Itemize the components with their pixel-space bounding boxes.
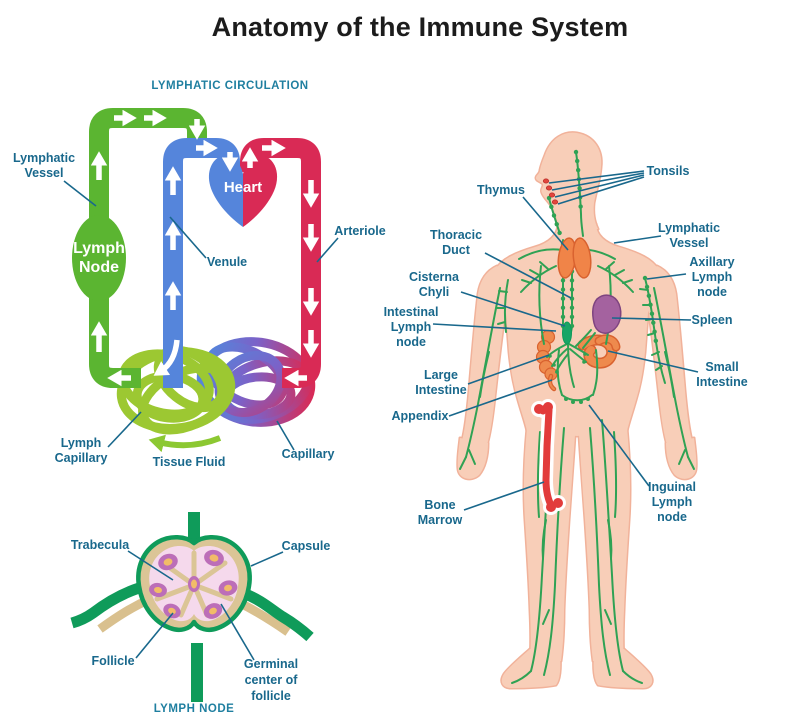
leader-tonsils — [548, 170, 645, 184]
label-inguinal-lymph-node-2: Lymph — [652, 495, 693, 509]
label-spleen: Spleen — [692, 313, 733, 327]
lymph-node-oval — [72, 215, 126, 301]
flow-arrows — [90, 109, 320, 387]
label-inguinal-lymph-node: Inguinal — [648, 480, 696, 494]
label-thoracic-duct: Thoracic — [430, 228, 482, 242]
node-follicles — [149, 549, 238, 619]
label-intestinal-lymph-node-2: Lymph — [391, 320, 432, 334]
tissue-fluid-arrow — [148, 434, 222, 453]
leader-bone-marrow — [463, 481, 545, 511]
body-leader-lines — [432, 170, 699, 511]
leader-lymphatic-vessel-right — [613, 235, 662, 244]
label-tonsils: Tonsils — [647, 164, 690, 178]
label-lymph-capillary-2: Capillary — [55, 451, 108, 465]
label-lymphatic-vessel-right-2: Vessel — [670, 236, 709, 250]
label-inguinal-lymph-node-3: node — [657, 510, 687, 524]
label-trabecula: Trabecula — [71, 538, 130, 552]
circulation-diagram: LYMPHATIC CIRCULATION — [13, 80, 386, 469]
leader-appendix — [448, 379, 553, 417]
label-follicle: Follicle — [91, 654, 134, 668]
label-large-intestine: Large — [424, 368, 458, 382]
label-lymphatic-vessel: Lymphatic — [13, 151, 75, 165]
label-bone-marrow: Bone — [424, 498, 455, 512]
label-lymph-node: Lymph — [73, 240, 125, 257]
heart-shape — [208, 155, 278, 227]
leader-inguinal-lymph-node — [588, 404, 650, 487]
label-heart: Heart — [224, 179, 262, 196]
label-cisterna-chyli-2: Chyli — [419, 285, 450, 299]
leader-tonsils-4 — [557, 176, 645, 205]
spleen-organ — [592, 294, 622, 334]
label-small-intestine-2: Intestine — [696, 375, 747, 389]
small-intestine-organ — [577, 334, 621, 369]
circulation-leader-lines — [63, 180, 339, 451]
leader-thymus — [522, 196, 569, 251]
label-bone-marrow-2: Marrow — [418, 513, 463, 527]
body-diagram: Thymus Tonsils Thoracic Duct Cisterna Ch… — [384, 131, 748, 690]
label-lymphatic-vessel-2: Vessel — [25, 166, 64, 180]
label-venule: Venule — [207, 255, 247, 269]
leader-capillary — [276, 420, 295, 451]
femur-bone — [531, 399, 566, 515]
leader-tonsils-3 — [554, 174, 645, 198]
page-title: Anatomy of the Immune System — [211, 12, 629, 42]
leader-follicle — [135, 612, 174, 659]
label-axillary-lymph-node: Axillary — [689, 255, 734, 269]
label-lymph-capillary: Lymph — [61, 436, 102, 450]
leader-arteriole — [316, 237, 339, 263]
leader-venule — [169, 216, 207, 259]
appendix-organ — [547, 373, 557, 392]
label-arteriole: Arteriole — [334, 224, 385, 238]
leader-spleen — [611, 317, 692, 321]
label-appendix: Appendix — [392, 409, 449, 423]
label-lymph-node-2: Node — [79, 259, 119, 276]
leader-thoracic-duct — [484, 252, 572, 299]
label-tissue-fluid: Tissue Fluid — [153, 455, 226, 469]
leader-axillary-lymph-node — [646, 273, 687, 280]
leader-lymphatic-vessel — [63, 180, 97, 207]
label-intestinal-lymph-node: Intestinal — [384, 305, 439, 319]
cisterna-chyli-organ — [562, 321, 572, 345]
lymph-node-diagram: Trabecula Capsule Follicle Germinal cent… — [70, 512, 331, 715]
label-thymus: Thymus — [477, 183, 525, 197]
label-axillary-lymph-node-3: node — [697, 285, 727, 299]
leader-trabecula — [127, 550, 174, 581]
leader-small-intestine — [607, 350, 699, 373]
thymus-organ — [557, 237, 592, 279]
body-figure — [456, 131, 698, 690]
leader-cisterna-chyli — [460, 291, 566, 327]
circulation-heading: LYMPHATIC CIRCULATION — [151, 80, 308, 92]
lymph-node-heading: LYMPH NODE — [154, 703, 235, 715]
label-capillary: Capillary — [282, 447, 335, 461]
label-germinal-center: Germinal — [244, 657, 298, 671]
label-germinal-center-2: center of — [245, 673, 299, 687]
label-thoracic-duct-2: Duct — [442, 243, 471, 257]
leader-lymph-capillary — [107, 411, 142, 448]
label-small-intestine: Small — [705, 360, 738, 374]
node-leader-lines — [127, 550, 284, 661]
leader-tonsils-2 — [551, 172, 645, 191]
leader-germinal-center — [220, 603, 255, 661]
label-cisterna-chyli: Cisterna — [409, 270, 460, 284]
tonsils-organ — [542, 178, 559, 205]
label-lymphatic-vessel-right: Lymphatic — [658, 221, 720, 235]
label-capsule: Capsule — [282, 539, 331, 553]
label-axillary-lymph-node-2: Lymph — [692, 270, 733, 284]
body-vessel-network — [459, 149, 695, 684]
label-intestinal-lymph-node-3: node — [396, 335, 426, 349]
label-germinal-center-3: follicle — [251, 689, 291, 703]
leader-large-intestine — [467, 354, 550, 385]
leader-intestinal-lymph-node — [432, 323, 557, 332]
leader-capsule — [250, 551, 284, 567]
label-large-intestine-2: Intestine — [415, 383, 466, 397]
